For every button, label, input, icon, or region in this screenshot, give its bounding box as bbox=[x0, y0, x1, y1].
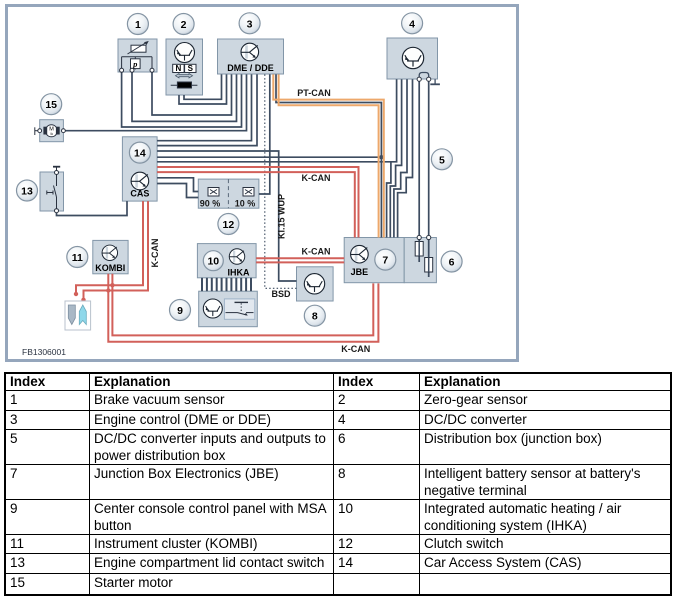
svg-text:6: 6 bbox=[449, 257, 455, 269]
svg-text:IHKA: IHKA bbox=[228, 268, 250, 278]
svg-text:12: 12 bbox=[223, 219, 235, 231]
svg-text:4: 4 bbox=[409, 18, 415, 30]
svg-text:2: 2 bbox=[181, 19, 187, 31]
svg-text:M: M bbox=[49, 127, 54, 133]
svg-text:7: 7 bbox=[382, 255, 388, 267]
svg-text:3: 3 bbox=[247, 18, 253, 30]
svg-text:DME / DDE: DME / DDE bbox=[227, 63, 274, 73]
svg-text:≈: ≈ bbox=[50, 132, 53, 138]
svg-text:Kl.15 WUP: Kl.15 WUP bbox=[277, 194, 287, 239]
svg-text:S: S bbox=[188, 64, 194, 73]
svg-text:1: 1 bbox=[135, 19, 141, 31]
svg-text:K-CAN: K-CAN bbox=[302, 173, 331, 183]
svg-text:K-CAN: K-CAN bbox=[302, 247, 331, 257]
svg-text:10: 10 bbox=[207, 256, 219, 268]
svg-text:5: 5 bbox=[439, 154, 445, 166]
svg-text:K-CAN: K-CAN bbox=[150, 239, 160, 268]
svg-text:FB1306001: FB1306001 bbox=[22, 347, 66, 357]
svg-text:10 %: 10 % bbox=[235, 199, 256, 209]
svg-text:90 %: 90 % bbox=[200, 199, 221, 209]
svg-text:8: 8 bbox=[312, 311, 318, 323]
svg-text:p: p bbox=[132, 59, 137, 69]
svg-text:KOMBI: KOMBI bbox=[95, 263, 125, 273]
svg-text:14: 14 bbox=[134, 148, 146, 160]
svg-text:15: 15 bbox=[45, 99, 57, 111]
svg-text:PT-CAN: PT-CAN bbox=[297, 88, 331, 98]
svg-text:N: N bbox=[176, 64, 182, 73]
svg-text:11: 11 bbox=[72, 252, 83, 264]
svg-text:JBE: JBE bbox=[351, 267, 369, 277]
svg-text:K-CAN: K-CAN bbox=[341, 344, 370, 354]
svg-text:9: 9 bbox=[177, 305, 183, 317]
svg-text:BSD: BSD bbox=[271, 289, 291, 299]
svg-text:CAS: CAS bbox=[130, 189, 149, 199]
svg-text:13: 13 bbox=[21, 186, 33, 198]
